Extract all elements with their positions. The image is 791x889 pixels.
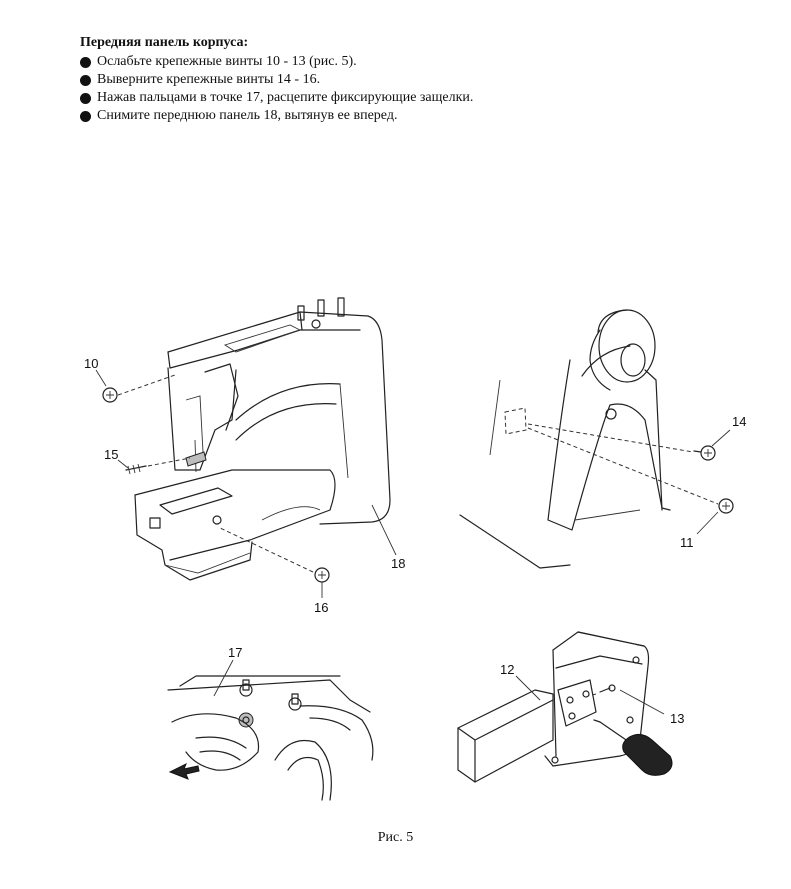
callout-12: 12: [500, 662, 514, 677]
step-item: Нажав пальцами в точке 17, расцепите фик…: [80, 89, 720, 107]
latch-release-illustration: [167, 659, 374, 801]
sewing-machine-rear-illustration: [459, 309, 734, 569]
bullet-icon: [80, 56, 91, 68]
step-item: Снимите переднюю панель 18, вытянув ее в…: [80, 107, 720, 125]
step-text: Нажав пальцами в точке 17, расцепите фик…: [97, 90, 474, 105]
callout-16: 16: [314, 600, 328, 615]
screwdriver-illustration: [457, 631, 673, 783]
step-item: Выверните крепежные винты 14 - 16.: [80, 71, 720, 89]
figure-caption: Рис. 5: [377, 830, 414, 845]
step-text: Выверните крепежные винты 14 - 16.: [97, 72, 321, 87]
steps-list: Ослабьте крепежные винты 10 - 13 (рис. 5…: [80, 53, 720, 125]
sewing-machine-front-illustration: [95, 297, 397, 598]
callout-15: 15: [104, 447, 118, 462]
step-text: Снимите переднюю панель 18, вытянув ее в…: [97, 108, 398, 123]
callout-13: 13: [670, 711, 684, 726]
step-text: Ослабьте крепежные винты 10 - 13 (рис. 5…: [97, 54, 357, 69]
step-item: Ослабьте крепежные винты 10 - 13 (рис. 5…: [80, 53, 720, 71]
callout-18: 18: [391, 556, 405, 571]
bullet-icon: [80, 110, 91, 122]
callout-14: 14: [732, 414, 746, 429]
bullet-icon: [80, 74, 91, 86]
callout-10: 10: [84, 356, 98, 371]
instructions-heading: Передняя панель корпуса:: [80, 35, 249, 50]
callout-11: 11: [680, 535, 694, 550]
bullet-icon: [80, 92, 91, 104]
instructions-block: Передняя панель корпуса: Ослабьте крепеж…: [80, 34, 720, 125]
callout-17: 17: [228, 645, 242, 660]
